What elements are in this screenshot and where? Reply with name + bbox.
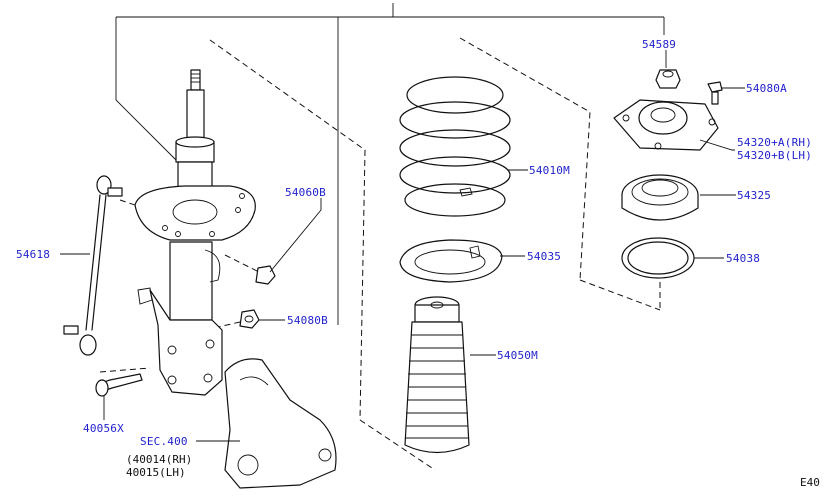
label-sec-400-rh: (40014(RH) <box>126 453 192 466</box>
label-54035: 54035 <box>527 250 561 263</box>
label-54050M: 54050M <box>497 349 538 362</box>
label-54080B: 54080B <box>287 314 328 327</box>
label-54060B: 54060B <box>285 186 326 199</box>
label-40056X: 40056X <box>83 422 124 435</box>
part-labels: 54589 54080A 54320+A(RH) 54320+B(LH) 543… <box>16 38 820 489</box>
dust-boot <box>404 296 470 454</box>
mount-bearing <box>621 174 699 221</box>
label-54618: 54618 <box>16 248 50 261</box>
mount-nut <box>655 69 681 89</box>
label-54320-rh: 54320+A(RH) <box>737 136 812 149</box>
nut-54060B <box>255 265 276 285</box>
coil-spring <box>399 76 511 217</box>
label-54010M: 54010M <box>529 164 570 177</box>
leader-lines <box>60 50 745 442</box>
bolt-54080A <box>707 81 723 105</box>
spring-seat-upper <box>621 237 695 279</box>
label-sec-400-lh: 40015(LH) <box>126 466 186 479</box>
strut-mount <box>613 99 719 151</box>
spring-insulator <box>399 239 503 283</box>
label-sec-400: SEC.400 <box>140 435 188 448</box>
diagram-code: E40 <box>800 476 820 489</box>
stabilizer-link <box>63 175 123 356</box>
top-bracket-lines <box>115 3 665 325</box>
nut-54080B <box>239 309 260 329</box>
label-54080A: 54080A <box>746 82 787 95</box>
label-54325: 54325 <box>737 189 771 202</box>
strut-assembly <box>95 69 256 397</box>
label-54038: 54038 <box>726 252 760 265</box>
label-54589: 54589 <box>642 38 676 51</box>
steering-knuckle <box>224 358 337 489</box>
label-54320-lh: 54320+B(LH) <box>737 149 812 162</box>
